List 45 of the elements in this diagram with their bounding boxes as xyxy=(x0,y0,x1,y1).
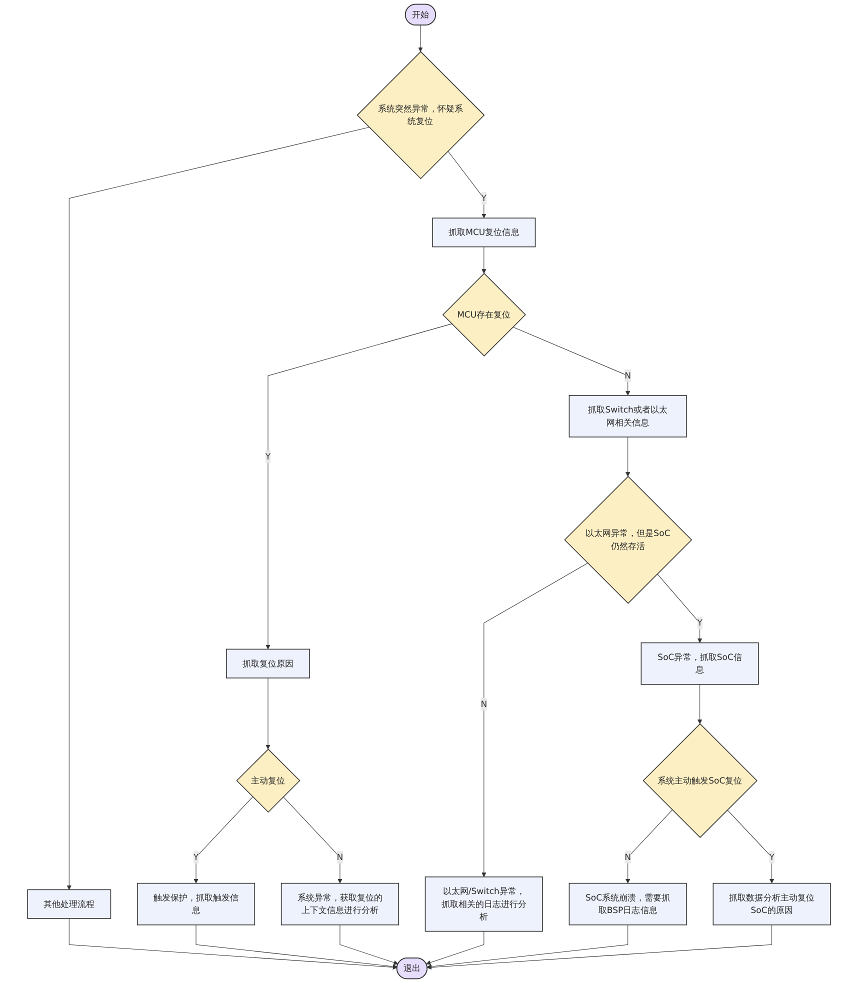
arrow xyxy=(657,574,702,643)
edge-label: N xyxy=(624,852,632,862)
arrow xyxy=(626,436,630,477)
arrow xyxy=(427,924,772,970)
arrow xyxy=(727,810,774,884)
arrow xyxy=(626,810,673,884)
arrow xyxy=(340,924,398,965)
edge-label: N xyxy=(336,852,344,862)
node-box: 抓取MCU复位信息 xyxy=(432,218,536,248)
edge-label: Y xyxy=(481,192,487,204)
arrow xyxy=(482,246,486,274)
arrow xyxy=(266,678,270,750)
arrow xyxy=(512,326,630,396)
arrow xyxy=(427,924,628,969)
edge-label: Y xyxy=(265,451,271,462)
edge-label: Y xyxy=(697,618,702,628)
node-diamond: 系统主动触发SoC复位 xyxy=(642,723,758,838)
arrow xyxy=(697,684,702,724)
arrow xyxy=(68,918,398,970)
node-diamond: 系统突然异常，怀疑系统复位 xyxy=(356,51,485,180)
node-box: 抓取数据分析主动复位SoC的原因 xyxy=(712,882,831,926)
edge-label: Y xyxy=(193,852,199,862)
node-diamond: 主动复位 xyxy=(236,748,300,813)
arrow xyxy=(66,127,370,890)
node-box: 以太网/Switch异常，抓取相关的日志进行分析 xyxy=(424,876,543,932)
node-box: 其他处理流程 xyxy=(27,889,112,919)
arrow xyxy=(418,25,423,52)
node-box: 系统异常，获取复位的上下文信息进行分析 xyxy=(280,882,399,926)
arrow xyxy=(448,150,486,218)
node-box: SoC系统崩溃，需要抓取BSP日志信息 xyxy=(568,882,687,926)
node-box: 抓取Switch或者以太网相关信息 xyxy=(568,395,687,438)
node-box: SoC异常，抓取SoC信息 xyxy=(640,642,759,685)
node-diamond: 以太网异常，但是SoC仍然存活 xyxy=(564,476,692,604)
arrow xyxy=(196,924,398,969)
node-box: 抓取复位原因 xyxy=(226,648,310,678)
arrow xyxy=(266,324,452,650)
edge-label: Y xyxy=(769,852,774,862)
arrow xyxy=(194,796,254,884)
edge-label: N xyxy=(480,698,488,709)
arrow xyxy=(426,931,484,965)
arrow xyxy=(482,562,588,878)
arrow xyxy=(282,796,342,884)
node-box: 触发保护，抓取触发信息 xyxy=(136,882,256,926)
node-diamond: MCU存在复位 xyxy=(442,272,526,357)
edge-label: N xyxy=(624,370,632,380)
